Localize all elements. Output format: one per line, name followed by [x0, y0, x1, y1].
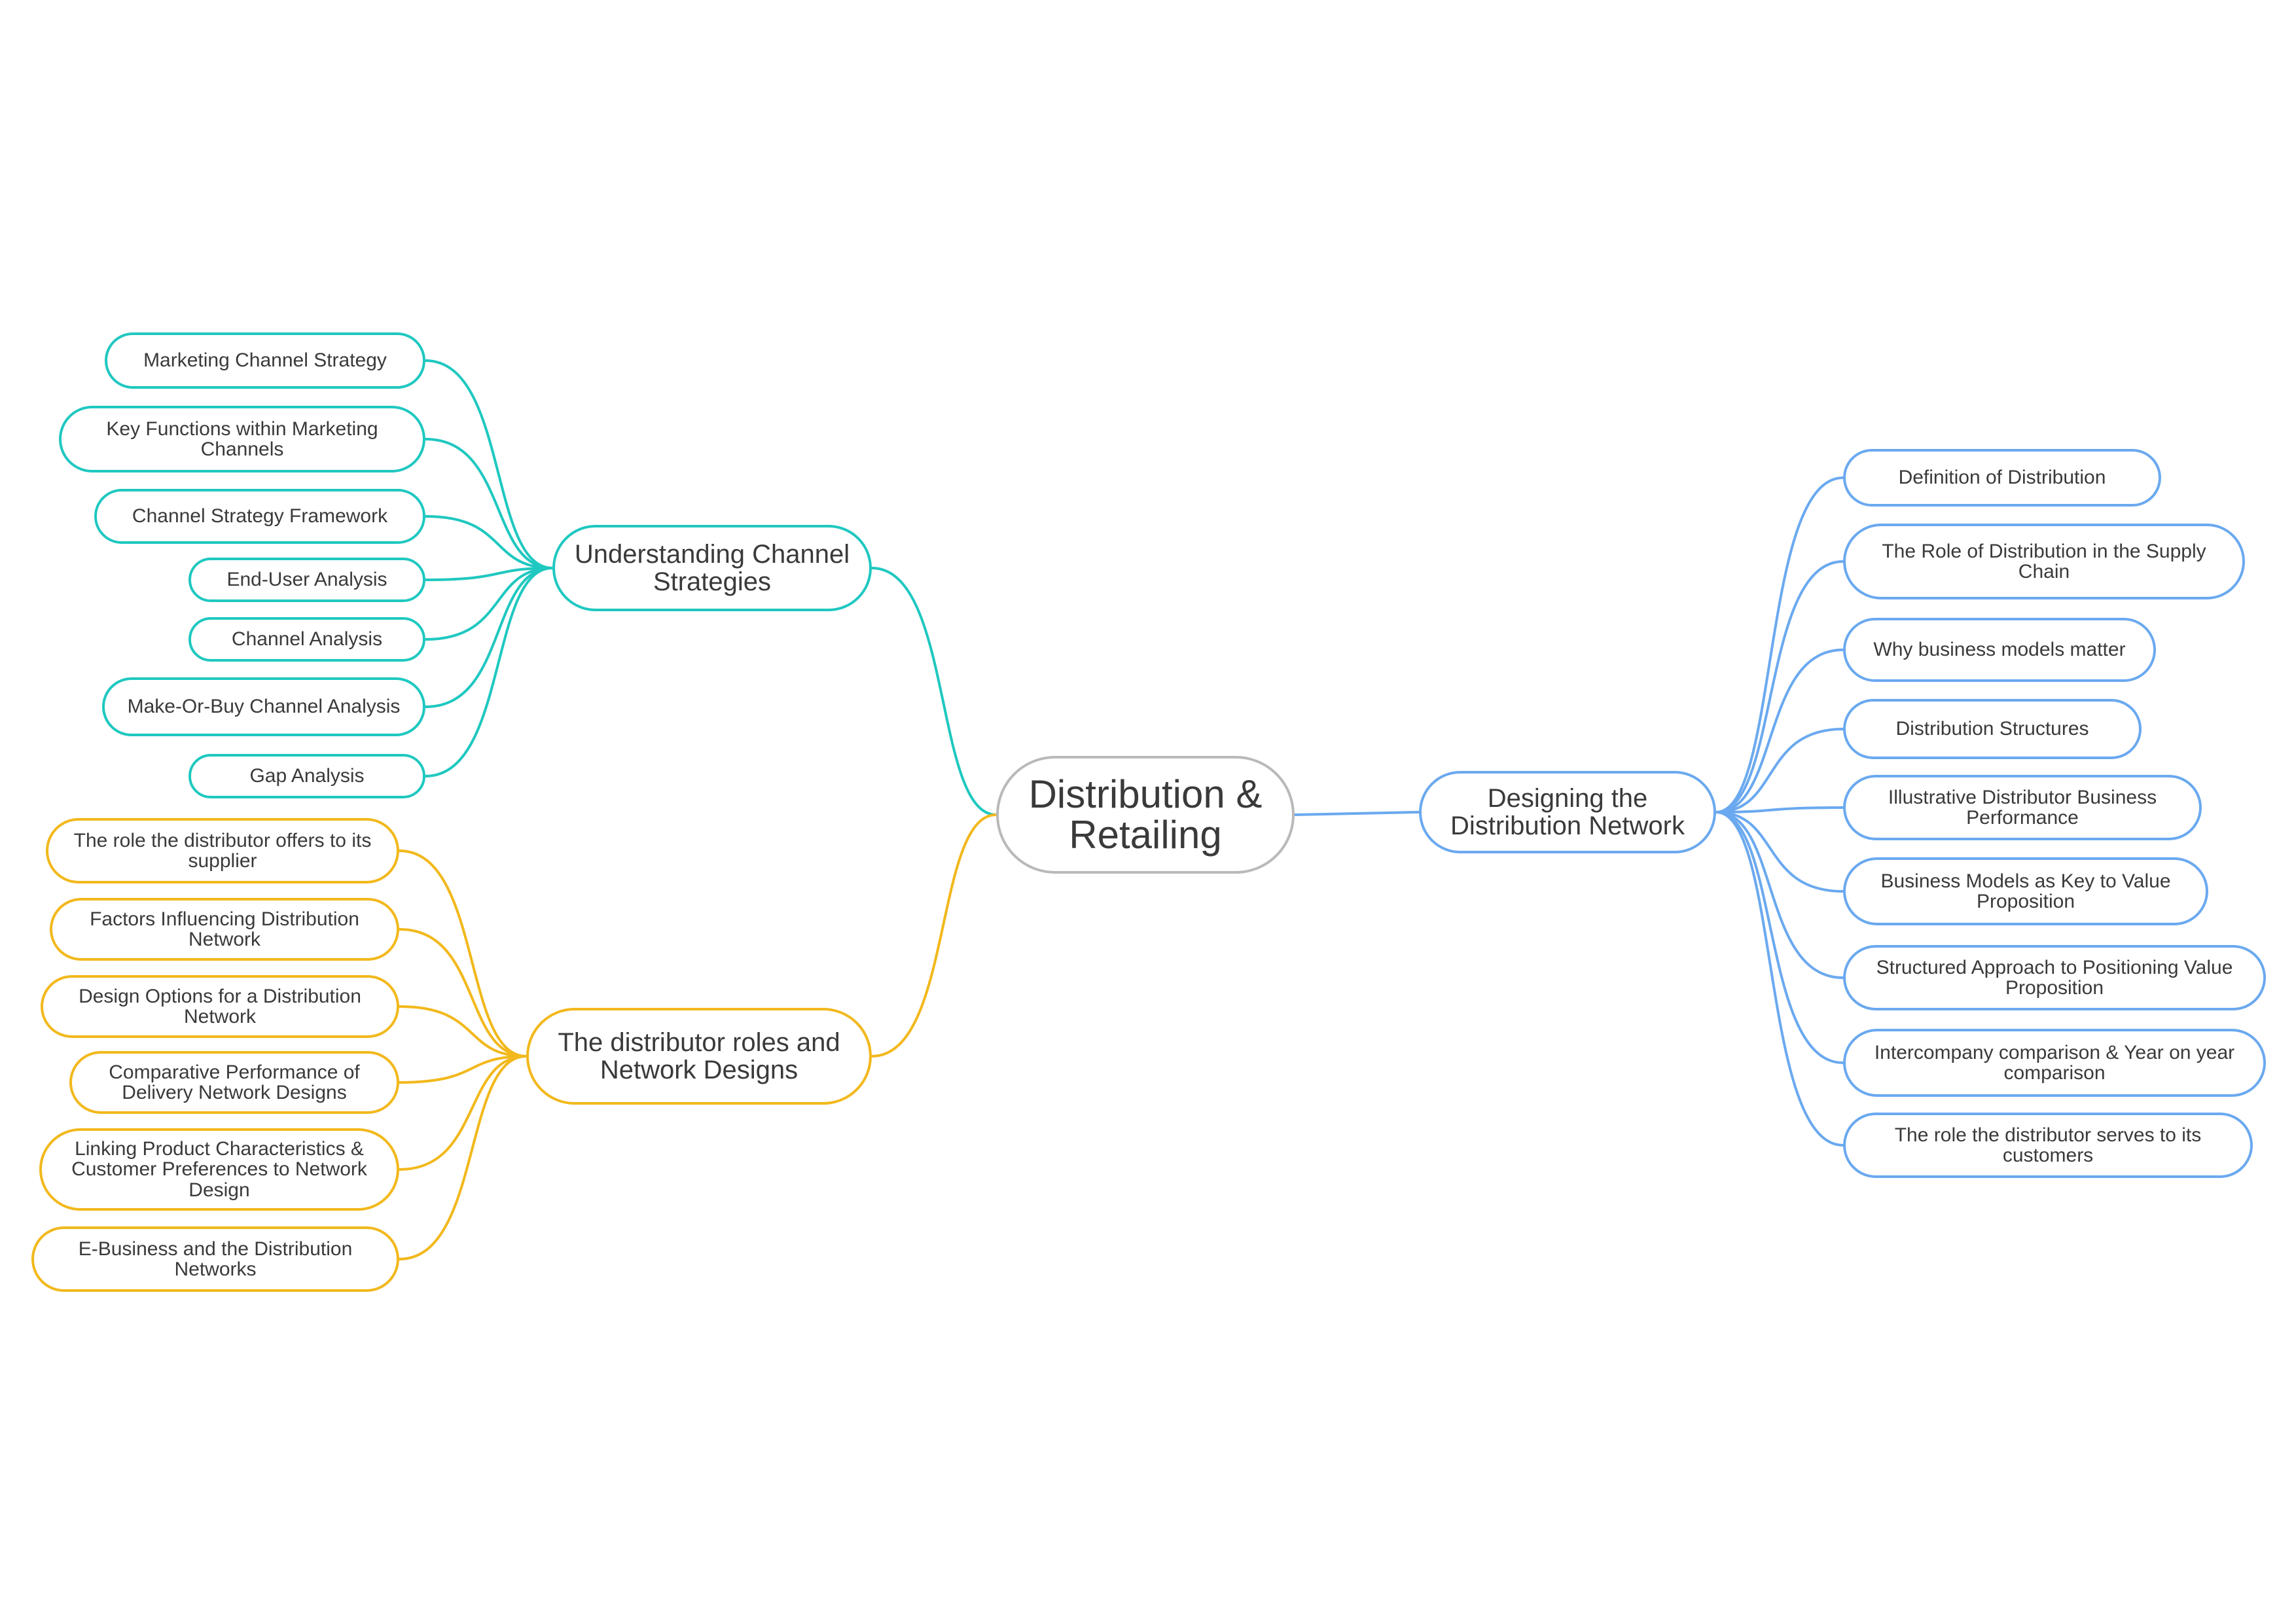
topic-distribution-structures[interactable]: Distribution Structures [1843, 699, 2142, 759]
connector-channel-leaf-3 [425, 567, 553, 581]
connector-network-leaf-0 [1715, 476, 1844, 813]
topic-definition-of-distribution[interactable]: Definition of Distribution [1843, 449, 2161, 507]
topic-design-options-distribution-network[interactable]: Design Options for a Distribution Networ… [41, 975, 399, 1038]
topic-channel-analysis[interactable]: Channel Analysis [188, 617, 425, 662]
connector-channel-leaf-2 [425, 515, 553, 569]
topic-e-business-distribution-networks[interactable]: E-Business and the Distribution Networks [31, 1226, 399, 1292]
branch-understanding-channel-strategies[interactable]: Understanding Channel Strategies [552, 525, 872, 611]
connector-channel-leaf-0 [425, 359, 553, 569]
connector-root-network [1294, 811, 1420, 816]
topic-structured-approach-positioning-value[interactable]: Structured Approach to Positioning Value… [1843, 945, 2266, 1010]
connector-distributor-leaf-0 [399, 849, 527, 1058]
connector-network-leaf-8 [1715, 811, 1844, 1147]
topic-channel-strategy-framework[interactable]: Channel Strategy Framework [94, 489, 425, 544]
topic-comparative-performance-delivery-network[interactable]: Comparative Performance of Delivery Netw… [69, 1051, 399, 1114]
branch-label: Designing the Distribution Network [1450, 783, 1685, 840]
connector-network-leaf-4 [1715, 806, 1844, 813]
connector-network-leaf-3 [1715, 728, 1844, 813]
topic-make-or-buy-channel-analysis[interactable]: Make-Or-Buy Channel Analysis [102, 677, 425, 736]
branch-label: Understanding Channel Strategies [574, 539, 850, 596]
topic-factors-influencing-distribution-network[interactable]: Factors Influencing Distribution Network [50, 898, 399, 961]
topic-role-distributor-serves-customers[interactable]: The role the distributor serves to its c… [1843, 1113, 2253, 1178]
connector-channel-leaf-1 [425, 438, 553, 569]
connector-network-leaf-2 [1715, 649, 1844, 813]
topic-illustrative-distributor-business-performance[interactable]: Illustrative Distributor Business Perfor… [1843, 775, 2202, 840]
connector-channel-leaf-4 [425, 567, 553, 641]
connector-network-leaf-6 [1715, 811, 1844, 979]
connector-distributor-leaf-3 [399, 1055, 527, 1084]
topic-marketing-channel-strategy[interactable]: Marketing Channel Strategy [105, 332, 425, 389]
connector-network-leaf-7 [1715, 811, 1844, 1064]
connector-network-leaf-5 [1715, 811, 1844, 893]
topic-why-business-models-matter[interactable]: Why business models matter [1843, 618, 2156, 682]
connector-channel-leaf-5 [425, 567, 553, 708]
branch-distributor-roles-network-designs[interactable]: The distributor roles and Network Design… [526, 1008, 872, 1105]
branch-label: The distributor roles and Network Design… [558, 1027, 840, 1084]
central-topic[interactable]: Distribution & Retailing [996, 756, 1295, 874]
topic-role-of-distribution-supply-chain[interactable]: The Role of Distribution in the Supply C… [1843, 524, 2245, 599]
connector-distributor-leaf-5 [399, 1055, 527, 1260]
topic-key-functions-marketing-channels[interactable]: Key Functions within Marketing Channels [59, 406, 425, 473]
connector-distributor-leaf-2 [399, 1005, 527, 1058]
connector-network-leaf-1 [1715, 560, 1844, 813]
connector-channel-leaf-6 [425, 567, 553, 777]
connector-distributor-leaf-4 [399, 1055, 527, 1171]
branch-designing-distribution-network[interactable]: Designing the Distribution Network [1419, 771, 1716, 853]
connector-distributor-leaf-1 [399, 928, 527, 1058]
topic-business-models-key-value-proposition[interactable]: Business Models as Key to Value Proposit… [1843, 857, 2208, 925]
topic-end-user-analysis[interactable]: End-User Analysis [188, 558, 425, 602]
central-topic-label: Distribution & Retailing [1028, 772, 1263, 857]
topic-linking-product-characteristics[interactable]: Linking Product Characteristics & Custom… [39, 1128, 399, 1211]
topic-gap-analysis[interactable]: Gap Analysis [188, 754, 425, 798]
connector-root-distributor [871, 813, 997, 1058]
connector-root-channel [871, 567, 997, 816]
topic-role-distributor-offers-supplier[interactable]: The role the distributor offers to its s… [46, 818, 399, 883]
topic-intercompany-year-on-year-comparison[interactable]: Intercompany comparison & Year on year c… [1843, 1029, 2266, 1097]
